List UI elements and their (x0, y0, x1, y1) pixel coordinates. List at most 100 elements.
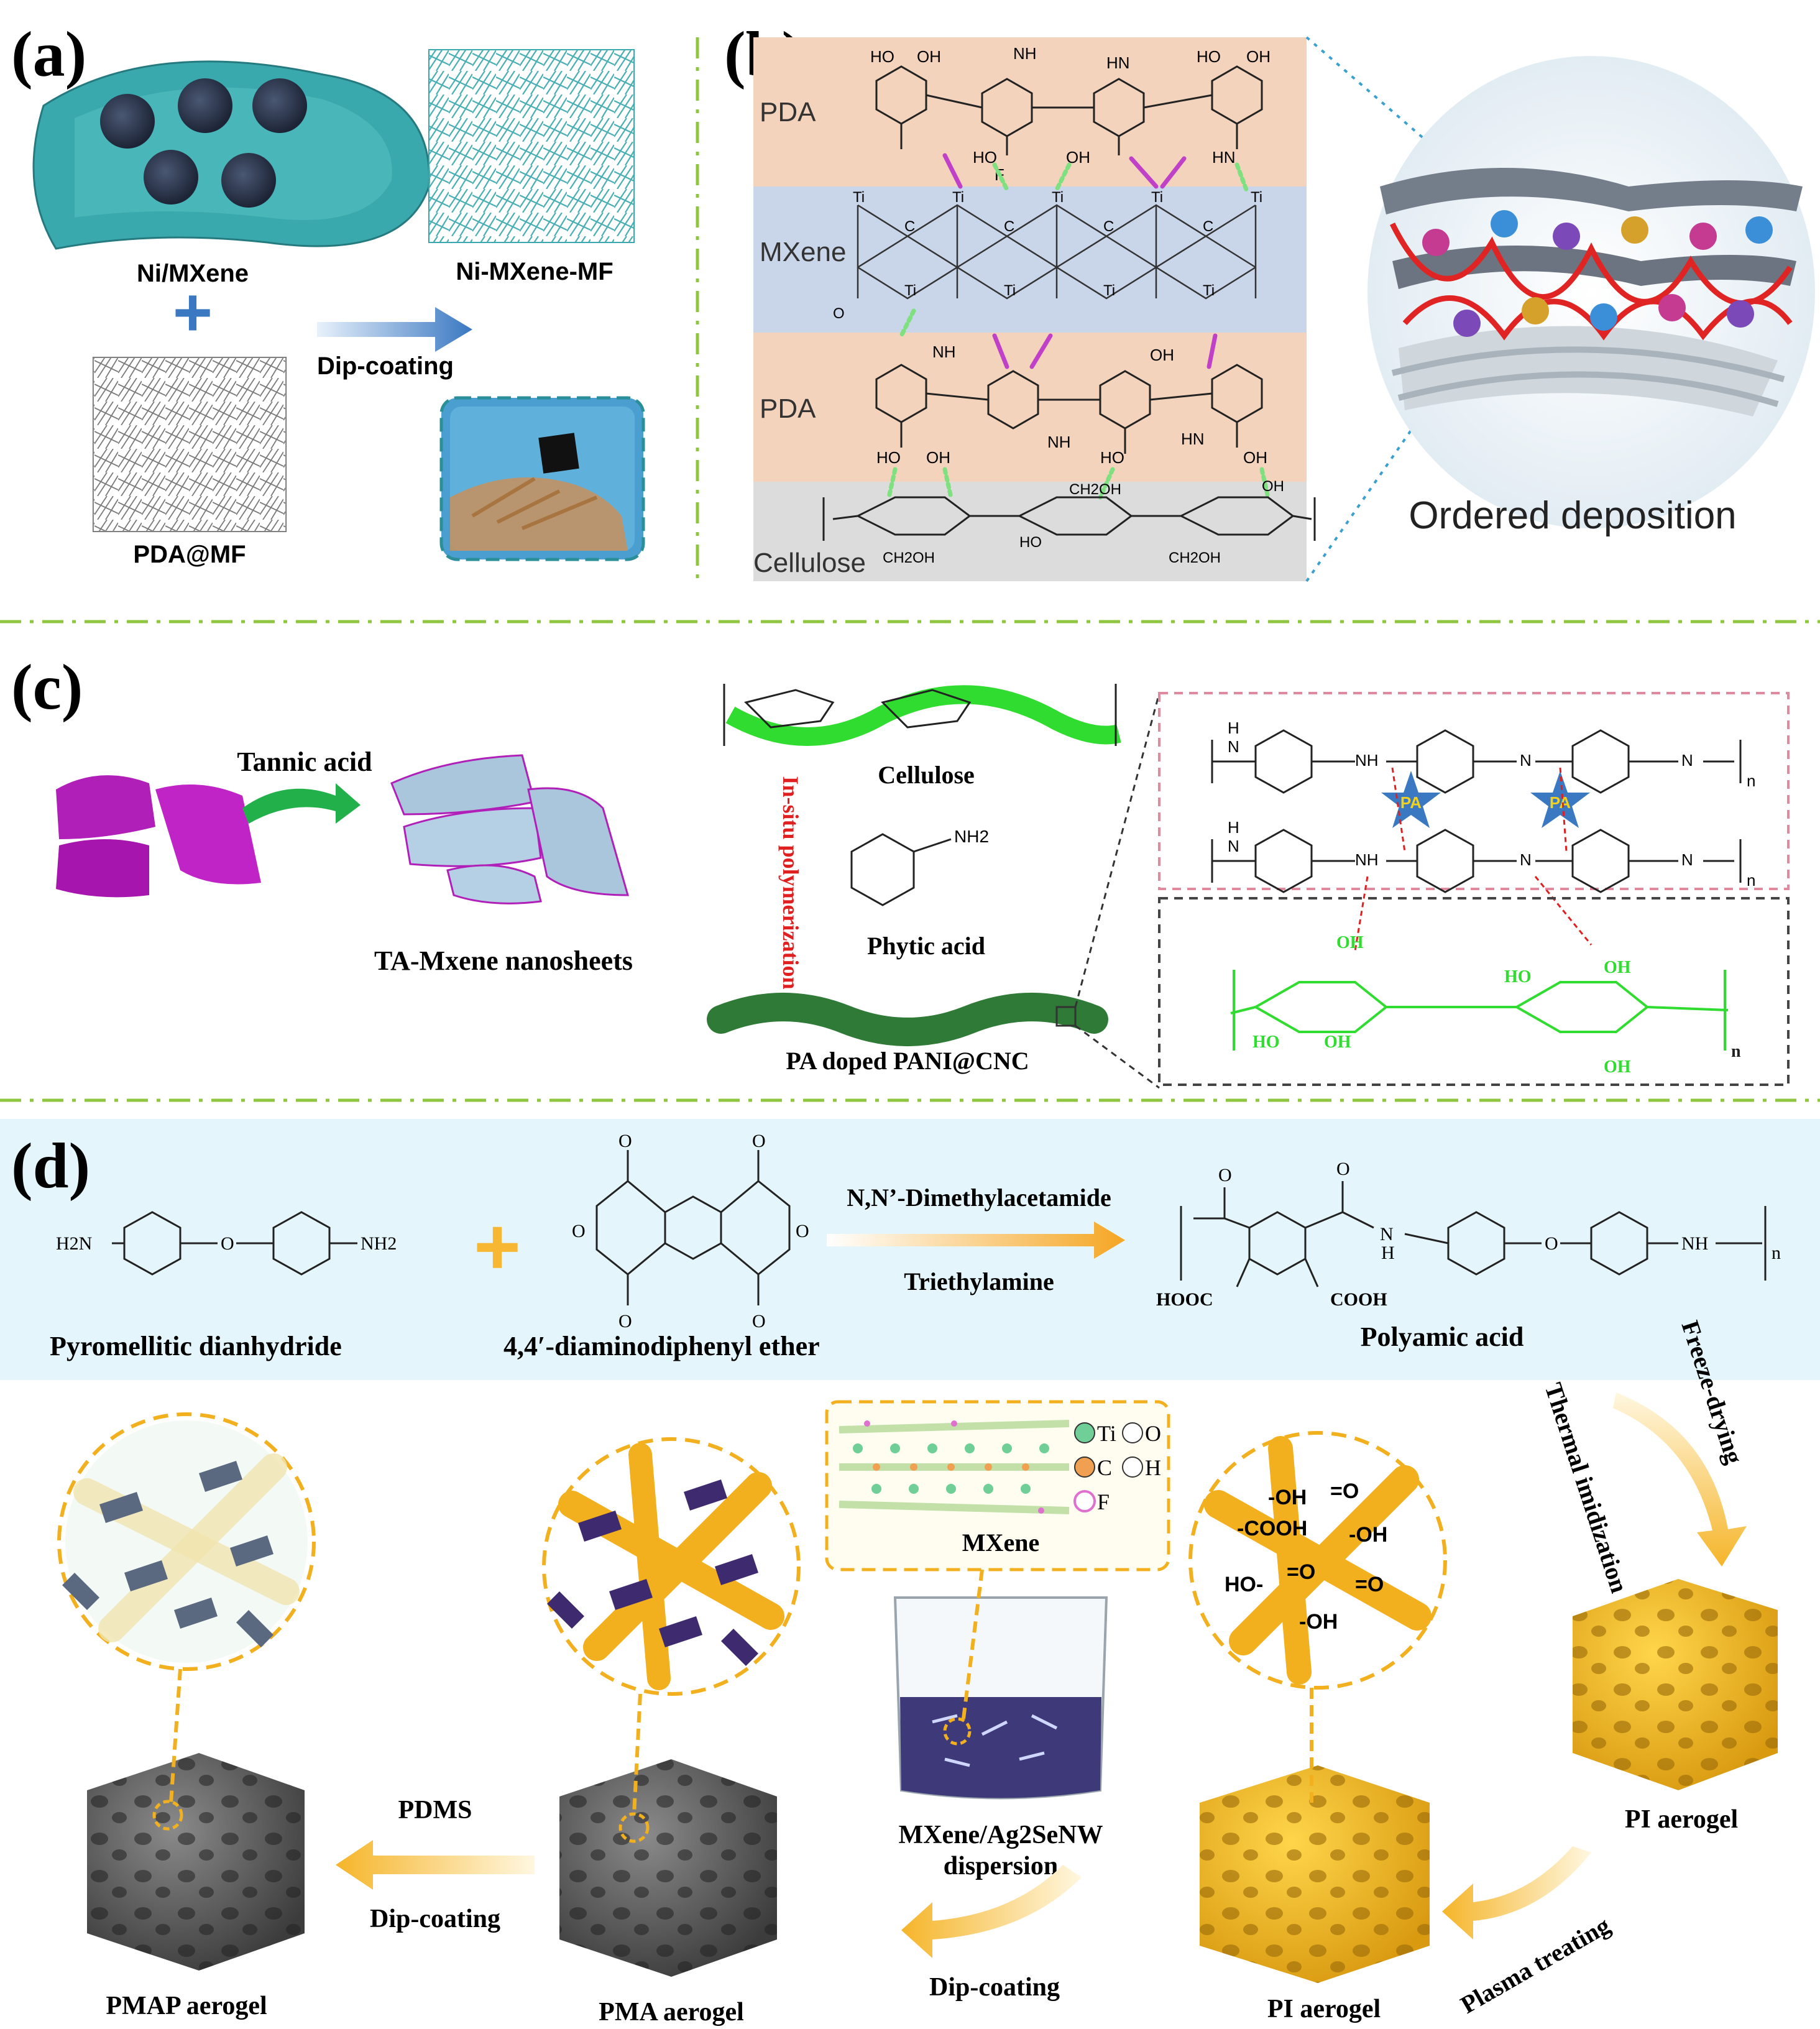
diamino-label: 4,4′-diaminodiphenyl ether (503, 1331, 820, 1361)
svg-text:OH: OH (1336, 933, 1364, 952)
svg-text:=O: =O (1287, 1560, 1315, 1584)
panel-c-letter: (c) (11, 651, 83, 723)
svg-text:HN: HN (1181, 430, 1205, 448)
layer-label-mxene: MXene (760, 237, 846, 267)
svg-text:C: C (904, 218, 915, 235)
svg-text:O: O (796, 1221, 809, 1241)
svg-text:C: C (1103, 218, 1114, 235)
svg-text:F: F (1097, 1489, 1110, 1514)
svg-text:O: O (833, 305, 845, 322)
magenta-mxene-sheets (56, 775, 261, 898)
svg-text:O: O (618, 1311, 632, 1332)
svg-text:Ti: Ti (952, 189, 964, 206)
mxene-atom-labels: Ti Ti Ti Ti Ti C C C C Ti Ti Ti Ti O (833, 189, 1262, 322)
svg-text:=O: =O (1330, 1479, 1359, 1503)
svg-text:NH: NH (1013, 44, 1037, 63)
ni-mxene-label: Ni/MXene (137, 260, 249, 287)
mxene-ti-c-lattice (857, 204, 1257, 300)
layer-label-pda-top: PDA (760, 97, 816, 127)
svg-text:Ti: Ti (1103, 282, 1115, 299)
pi-zoom-bubble (1188, 1431, 1447, 1803)
svg-text:O: O (618, 1131, 632, 1151)
foam-on-grass-photo (439, 396, 645, 561)
dianhydride-o-labels: O O O O O O (572, 1131, 809, 1332)
mxene-inset-label: MXene (962, 1529, 1039, 1557)
tannic-acid-label: Tannic acid (237, 747, 372, 777)
ni-mxene-sheet (32, 60, 431, 250)
dispersion-label-line1: MXene/Ag2SeNW (899, 1821, 1103, 1849)
svg-text:N: N (1520, 751, 1532, 770)
mxene-inset-box (825, 1400, 1170, 1571)
cellulose-oh-labels-c: OH HO OH HO OH OH n (1252, 933, 1741, 1077)
dip-coating-arrow-1 (901, 1865, 1082, 1958)
svg-text:H: H (1228, 719, 1239, 737)
polyamic-labels: O O N H O NH n HOOC COOH (1156, 1159, 1781, 1310)
dip-coating-label-1: Dip-coating (929, 1973, 1060, 2002)
cellulose-chain-c (1230, 970, 1729, 1051)
pani-cnc-rod (707, 993, 1108, 1046)
svg-text:HO: HO (1504, 967, 1532, 987)
aniline-ring (850, 833, 952, 906)
in-situ-label: In-situ polymerization (778, 776, 803, 989)
reaction-arrow (827, 1222, 1125, 1259)
panel-c: (c) Tannic acid TA-Mxene nanosheets Cell… (11, 651, 1790, 1089)
dip-coating-arrow (317, 307, 472, 352)
svg-text:N: N (1520, 850, 1532, 869)
svg-text:Ti: Ti (1097, 1421, 1116, 1446)
pyromellitic-label: Pyromellitic dianhydride (50, 1331, 342, 1361)
svg-text:Ti: Ti (1251, 189, 1262, 206)
svg-text:n: n (1731, 1042, 1741, 1061)
pi-functional-groups: -OH =O -COOH -OH HO- =O =O -OH (1225, 1479, 1387, 1634)
interlayer-bonds (899, 153, 1249, 369)
pda-oh-labels-top: HO OH NH HN HO OH HO F OH HN (870, 44, 1271, 184)
svg-text:OH: OH (1243, 448, 1267, 467)
svg-text:OH: OH (1150, 346, 1174, 364)
svg-text:H: H (1381, 1243, 1395, 1263)
cellulose-hbonds (886, 467, 1271, 500)
svg-text:C: C (1203, 218, 1213, 235)
svg-text:OH: OH (917, 47, 941, 66)
pda-structure-top (875, 65, 1263, 155)
svg-text:-OH: -OH (1299, 1610, 1338, 1634)
diamine-h2n: H2N (56, 1233, 92, 1254)
svg-text:HO-: HO- (1225, 1573, 1263, 1596)
pma-aerogel-cube (559, 1759, 777, 1977)
mxene-band (753, 186, 1307, 333)
dianhydride-structure (595, 1150, 791, 1305)
svg-text:n: n (1747, 871, 1755, 890)
pmap-aerogel-cube (87, 1753, 305, 1971)
svg-text:NH: NH (1355, 850, 1379, 869)
svg-text:Ti: Ti (1151, 189, 1163, 206)
dmac-label: N,N’-Dimethylacetamide (847, 1184, 1111, 1212)
svg-text:=O: =O (1355, 1573, 1384, 1596)
dip-coating-label-a: Dip-coating (317, 352, 454, 380)
pi-aerogel-top-label: PI aerogel (1625, 1805, 1738, 1834)
pi-aerogel-cube-top (1573, 1579, 1778, 1790)
zoom-box-c (1055, 1006, 1077, 1027)
dip-coating-label-2: Dip-coating (370, 1905, 500, 1933)
svg-text:C: C (1097, 1455, 1112, 1480)
svg-text:OH: OH (926, 448, 950, 467)
panel-dividers (0, 37, 1820, 1102)
molecule-beads (1422, 210, 1773, 337)
svg-text:COOH: COOH (1330, 1289, 1387, 1310)
pani-atom-labels: N H NH N N n N H NH N N n (1228, 719, 1755, 890)
zoom-lines-c (1074, 692, 1160, 1089)
pi-aerogel-bottom-label: PI aerogel (1267, 1995, 1381, 2023)
plasma-label: Plasma treating (1456, 1911, 1615, 2019)
svg-text:n: n (1747, 771, 1755, 790)
svg-text:NH: NH (1681, 1233, 1708, 1254)
svg-text:PA: PA (1550, 793, 1571, 812)
plus-sign-d: + (474, 1201, 521, 1292)
panel-a: (a) Ni/MXene + PDA@MF Dip-coating (11, 19, 645, 568)
svg-text:Ti: Ti (904, 282, 916, 299)
thermal-imidization-label: Thermal imidization (1539, 1379, 1634, 1596)
svg-text:HO: HO (1019, 534, 1042, 551)
svg-text:HO: HO (1100, 448, 1124, 467)
nickel-nanospheres (100, 78, 307, 208)
triethylamine-label: Triethylamine (904, 1268, 1054, 1295)
mxene-legend: Ti O C H F (1073, 1421, 1161, 1514)
tannic-acid-arrow (242, 783, 361, 824)
svg-text:H: H (1145, 1455, 1161, 1480)
